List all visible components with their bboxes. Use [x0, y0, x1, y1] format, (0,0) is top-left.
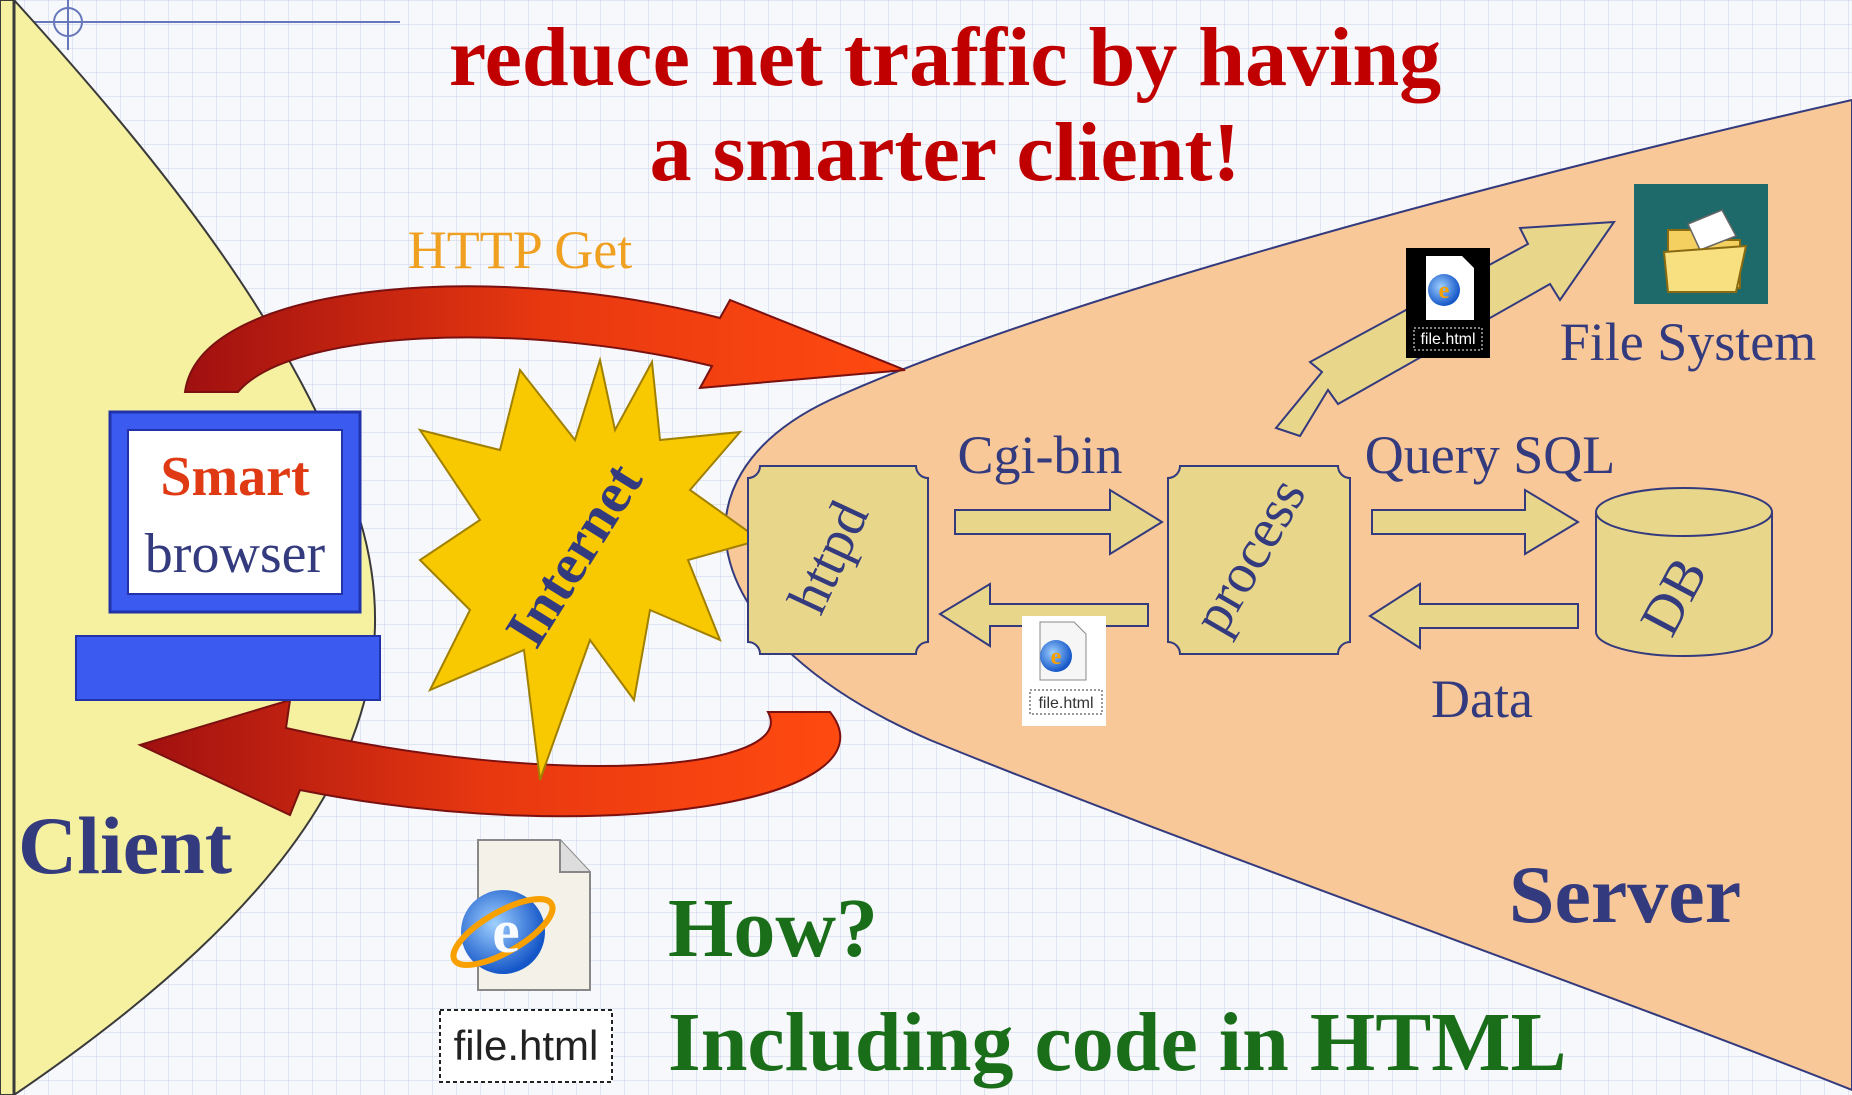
query-sql-label: Query SQL: [1365, 425, 1615, 485]
svg-text:e: e: [1439, 278, 1450, 304]
file-system-label: File System: [1560, 312, 1817, 372]
svg-text:e: e: [492, 898, 520, 966]
ie-file-icon: e: [1406, 248, 1490, 358]
request-arrow: [183, 285, 906, 393]
data-label: Data: [1431, 669, 1533, 729]
data-arrow: [1368, 582, 1579, 650]
httpd-node: [747, 465, 929, 655]
question-text: How?: [668, 882, 878, 975]
server-label: Server: [1509, 849, 1741, 940]
title-line-2: a smarter client!: [650, 106, 1241, 199]
mid-file-label: file.html: [1038, 695, 1093, 712]
query-arrow: [1371, 488, 1580, 556]
browser-label-smart: Smart: [160, 446, 310, 508]
computer-icon: [75, 410, 381, 701]
client-label: Client: [18, 800, 232, 891]
ie-file-icon: e: [1022, 616, 1106, 726]
response-arrow: [137, 698, 842, 818]
small-file-label: file.html: [1420, 331, 1475, 348]
ie-file-icon: e: [439, 839, 613, 1083]
big-file-label: file.html: [454, 1022, 599, 1069]
db-cylinder: [1595, 487, 1773, 657]
answer-text: Including code in HTML: [668, 996, 1567, 1089]
folder-icon: [1634, 184, 1768, 304]
httpd-return-arrow: [938, 582, 1149, 648]
title-line-1: reduce net traffic by having: [449, 11, 1441, 104]
internet-burst: [417, 356, 763, 781]
process-node: [1167, 465, 1351, 655]
cgi-bin-label: Cgi-bin: [957, 425, 1122, 485]
svg-text:e: e: [1051, 644, 1062, 670]
cgi-arrow: [954, 488, 1164, 556]
browser-label-browser: browser: [145, 523, 326, 585]
http-get-label: HTTP Get: [408, 220, 632, 280]
